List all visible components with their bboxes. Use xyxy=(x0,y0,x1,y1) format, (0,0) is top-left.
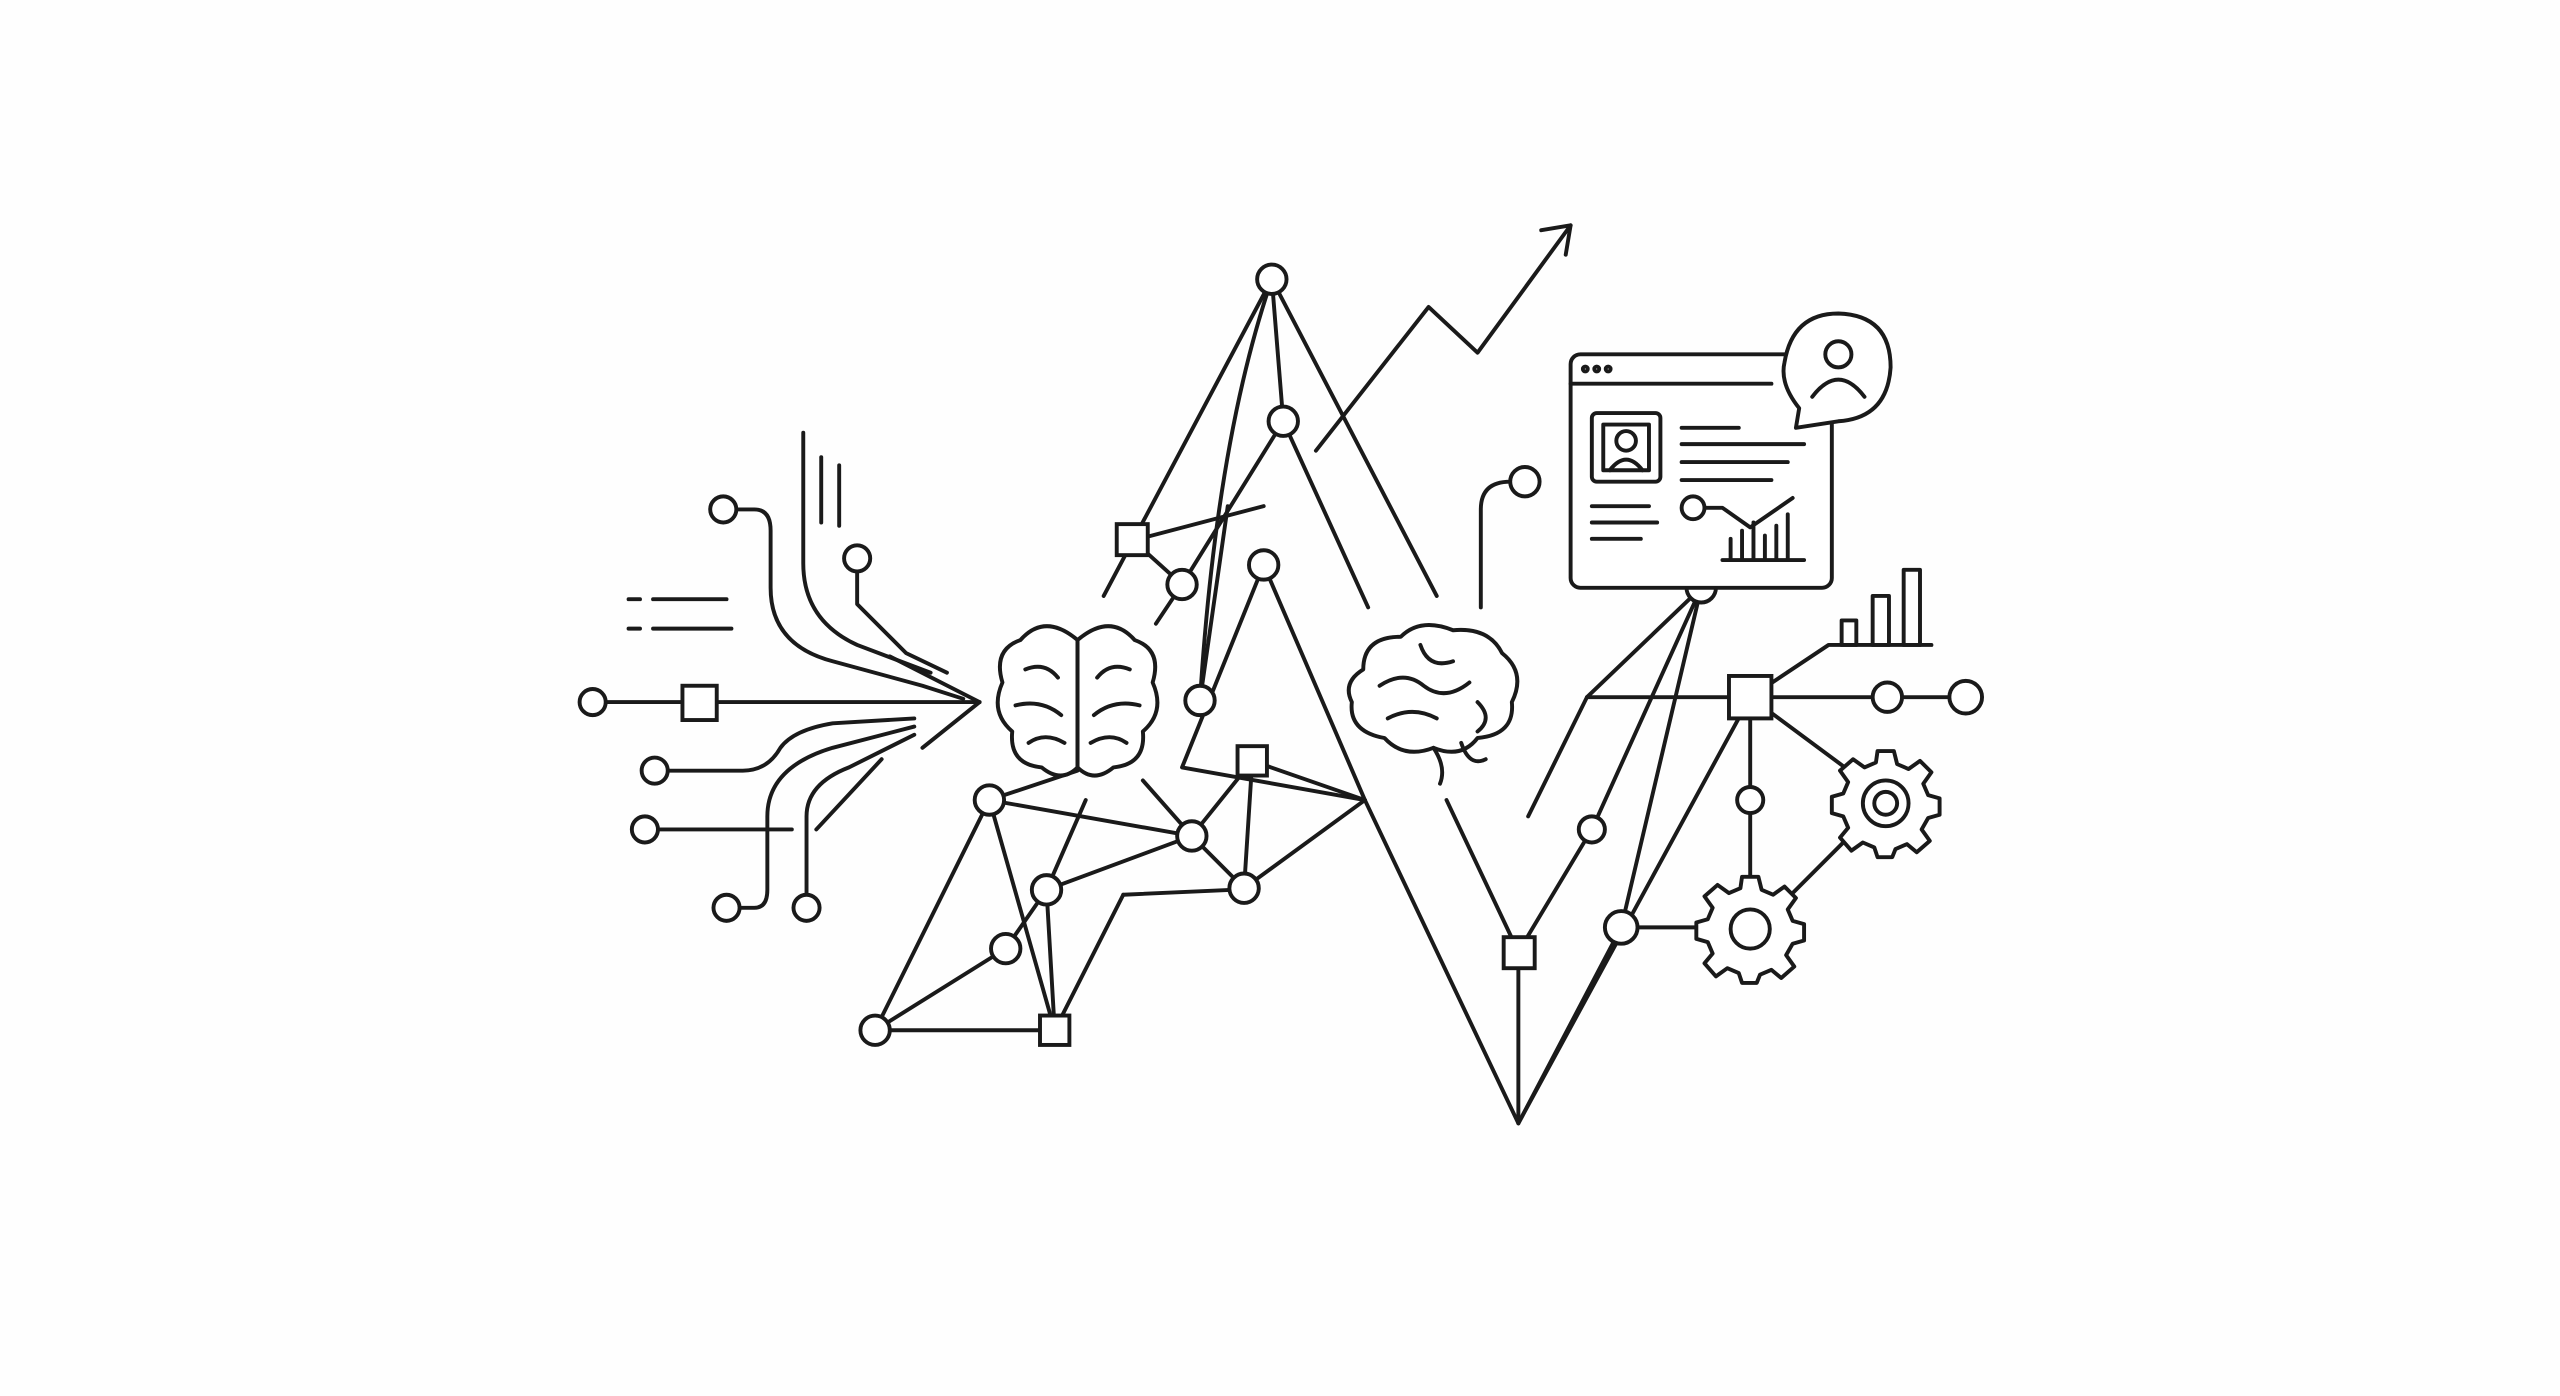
circuit-arrow-icon xyxy=(590,430,982,910)
gear-icon xyxy=(1694,874,1807,985)
bar-chart-icon xyxy=(1839,567,1922,647)
network-nodes xyxy=(858,262,1984,1047)
brain-icon xyxy=(1346,623,1520,786)
user-bubble-icon xyxy=(1781,311,1893,430)
browser-window-icon xyxy=(1568,352,1834,590)
trend-arrow-icon xyxy=(1313,223,1573,453)
gear-icon xyxy=(1829,749,1942,860)
circuit-nodes xyxy=(577,494,873,923)
brain-icon xyxy=(995,624,1160,778)
